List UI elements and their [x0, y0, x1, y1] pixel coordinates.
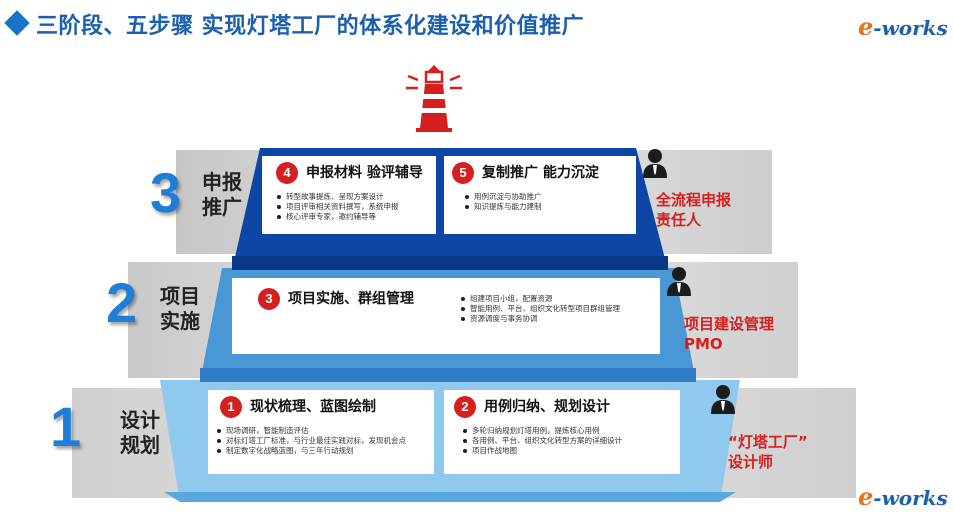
stage-1-label: 设计规划 — [120, 408, 160, 457]
step-badge: 3 — [258, 288, 280, 310]
stage-3-label: 申报推广 — [202, 170, 242, 219]
list-item: 用例沉淀与协助推广 — [464, 192, 636, 202]
person-icon — [667, 267, 691, 296]
card-bullets: 转型故事提炼、呈现方案设计 项目评审相关资料撰写，系统申报 核心评审专家，邀约辅… — [276, 192, 436, 222]
card-step-3: 3 项目实施、群组管理 组建项目小组，配置资源 智能用例、平台、组织文化转型项目群… — [232, 278, 660, 354]
stage-1-number: 1 — [50, 395, 82, 458]
list-item: 对标灯塔工厂标准，与行业最佳实践对标，发现机会点 — [216, 436, 434, 446]
card-title: 申报材料 验评辅导 — [306, 165, 423, 181]
eworks-logo: e-works — [858, 12, 948, 41]
card-title: 复制推广 能力沉淀 — [482, 165, 599, 181]
list-item: 组建项目小组，配置资源 — [460, 294, 620, 304]
step-badge: 1 — [220, 396, 242, 418]
card-step-4: 4 申报材料 验评辅导 转型故事提炼、呈现方案设计 项目评审相关资料撰写，系统申报… — [262, 156, 436, 234]
list-item: 多轮归纳规划灯塔用例，提炼核心用例 — [462, 426, 680, 436]
list-item: 智能用例、平台、组织文化转型项目群组管理 — [460, 304, 620, 314]
role-3-label: 全流程申报责任人 — [656, 191, 732, 229]
list-item: 资源调度与事务协调 — [460, 314, 620, 324]
person-icon — [711, 385, 735, 414]
stage-2-number: 2 — [106, 271, 138, 334]
list-item: 各用例、平台、组织文化转型方案的详细设计 — [462, 436, 680, 446]
card-title: 项目实施、群组管理 — [288, 291, 414, 307]
list-item: 项目作战地图 — [462, 446, 680, 456]
card-step-1: 1 现状梳理、蓝图绘制 现场调研，智能制造评估 对标灯塔工厂标准，与行业最佳实践对… — [208, 390, 434, 474]
card-bullets: 多轮归纳规划灯塔用例，提炼核心用例 各用例、平台、组织文化转型方案的详细设计 项… — [462, 426, 680, 456]
card-title: 现状梳理、蓝图绘制 — [250, 399, 376, 415]
step-badge: 4 — [276, 162, 298, 184]
card-bullets: 组建项目小组，配置资源 智能用例、平台、组织文化转型项目群组管理 资源调度与事务… — [460, 294, 620, 324]
card-bullets: 现场调研，智能制造评估 对标灯塔工厂标准，与行业最佳实践对标，发现机会点 制定数… — [216, 426, 434, 456]
card-title: 用例归纳、规划设计 — [484, 399, 610, 415]
list-item: 知识提炼与能力建制 — [464, 202, 636, 212]
page-title: 三阶段、五步骤 实现灯塔工厂的体系化建设和价值推广 — [36, 14, 585, 39]
step-badge: 5 — [452, 162, 474, 184]
card-step-5: 5 复制推广 能力沉淀 用例沉淀与协助推广 知识提炼与能力建制 — [444, 156, 636, 234]
stage-3-number: 3 — [150, 161, 182, 224]
step-badge: 2 — [454, 396, 476, 418]
list-item: 项目评审相关资料撰写，系统申报 — [276, 202, 436, 212]
card-step-2: 2 用例归纳、规划设计 多轮归纳规划灯塔用例，提炼核心用例 各用例、平台、组织文化… — [444, 390, 680, 474]
list-item: 现场调研，智能制造评估 — [216, 426, 434, 436]
list-item: 转型故事提炼、呈现方案设计 — [276, 192, 436, 202]
card-bullets: 用例沉淀与协助推广 知识提炼与能力建制 — [464, 192, 636, 212]
eworks-logo: e-works — [858, 482, 948, 511]
role-1-label: “灯塔工厂”设计师 — [728, 433, 808, 471]
title-diamond-icon — [4, 10, 30, 36]
list-item: 核心评审专家，邀约辅导等 — [276, 212, 436, 222]
stage-2-label: 项目实施 — [160, 284, 200, 333]
lighthouse-icon — [406, 65, 462, 132]
person-icon — [643, 149, 667, 178]
list-item: 制定数字化战略蓝图，与三年行动规划 — [216, 446, 434, 456]
